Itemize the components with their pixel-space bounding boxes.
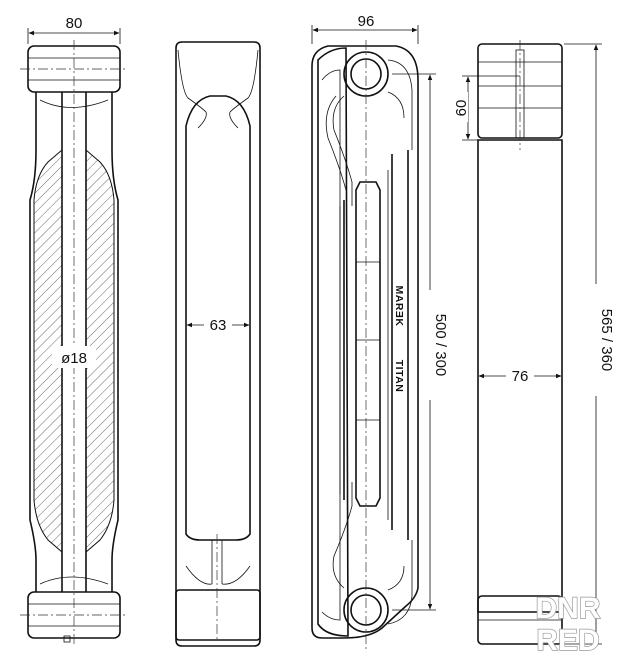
rear-width-dimension: 76 xyxy=(512,368,529,385)
total-height-dimension: 565 / 360 xyxy=(598,309,615,372)
center-height-dimension: 500 / 300 xyxy=(432,314,449,377)
watermark-line-1: DNR xyxy=(536,592,601,625)
side-width-dimension: 80 xyxy=(66,15,83,32)
hatched-section-left xyxy=(33,148,63,554)
front-view: 63 xyxy=(175,41,261,647)
pipe-diameter-label: ø18 xyxy=(61,350,87,367)
section-view: ø18 80 xyxy=(20,15,128,645)
watermark-logo: DNR RED xyxy=(535,591,602,657)
brand-maker-text: MARƎK xyxy=(393,286,405,327)
front-width-dimension: 63 xyxy=(210,317,227,334)
rear-view: 60 565 / 360 76 xyxy=(452,40,615,645)
collector-height-dimension: 60 xyxy=(453,100,470,117)
brand-model-text: TITAN xyxy=(393,360,405,393)
watermark-line-2: RED xyxy=(536,624,599,657)
hatched-section-right xyxy=(85,148,115,554)
depth-dimension: 96 xyxy=(358,13,375,30)
side-profile-view: MARƎK TITAN 96 500 / 300 xyxy=(311,13,449,650)
brand-label: MARƎK TITAN xyxy=(393,286,405,393)
